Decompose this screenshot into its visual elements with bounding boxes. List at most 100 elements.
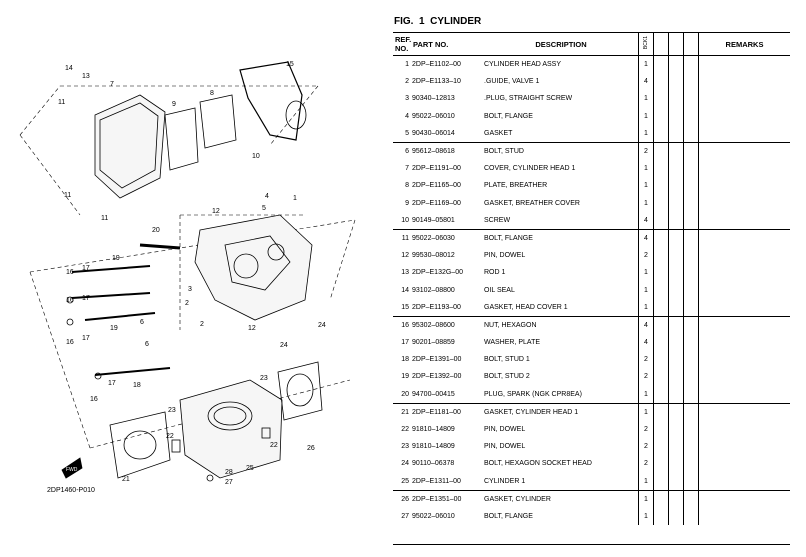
remarks-cell <box>698 141 790 161</box>
header-remarks: REMARKS <box>698 32 790 56</box>
part-no-cell: 2DP–E1165–00 <box>412 182 461 190</box>
empty-cell <box>683 351 699 369</box>
part-no-cell: 95022–06010 <box>412 112 455 120</box>
svg-text:6: 6 <box>145 341 149 348</box>
quantity-cell: 1 <box>638 264 654 282</box>
svg-text:13: 13 <box>82 73 90 80</box>
ref-cell: 13 <box>401 269 409 277</box>
remarks-cell <box>699 281 791 298</box>
part-no-cell: 91810–14809 <box>412 426 455 434</box>
description-cell: GASKET, CYLINDER <box>484 489 639 508</box>
empty-cell <box>683 281 699 299</box>
empty-cell <box>653 507 669 526</box>
description-cell: .GUIDE, VALVE 1 <box>484 78 540 86</box>
svg-text:23: 23 <box>260 375 268 382</box>
quantity-cell: 4 <box>638 315 654 334</box>
empty-cell <box>653 334 669 352</box>
svg-text:10: 10 <box>252 153 260 160</box>
empty-cell <box>683 438 699 456</box>
ref-cell: 14 <box>401 286 409 294</box>
empty-cell <box>668 438 684 456</box>
remarks-cell <box>699 177 791 194</box>
ref-cell: 27 <box>401 512 409 520</box>
remarks-cell <box>699 73 791 90</box>
ref-cell: 1 <box>393 55 412 74</box>
table-header: REF. NO. PART NO. DESCRIPTION BCK1 REMAR… <box>393 32 790 56</box>
remarks-cell <box>698 402 790 421</box>
svg-text:21: 21 <box>122 476 130 483</box>
header-ref-no: REF. NO. <box>393 32 412 56</box>
part-no-cell: 2DP–E1391–00 <box>412 356 462 364</box>
quantity-cell: 1 <box>638 402 654 421</box>
part-no-cell: 95612–08618 <box>412 141 484 161</box>
remarks-cell <box>699 351 791 368</box>
svg-text:18: 18 <box>133 382 141 389</box>
quantity-cell: 1 <box>638 385 654 404</box>
part-no-cell: 95022–06010 <box>412 512 455 520</box>
ref-cell: 17 <box>401 339 409 347</box>
empty-cell <box>653 194 669 212</box>
remarks-cell <box>699 386 791 404</box>
svg-text:7: 7 <box>110 81 114 88</box>
ref-cell: 3 <box>405 95 409 103</box>
svg-text:16: 16 <box>66 269 74 276</box>
remarks-cell <box>699 195 791 212</box>
ref-cell: 5 <box>405 129 409 137</box>
svg-text:15: 15 <box>286 61 294 68</box>
empty-cell <box>683 298 699 317</box>
ref-cell: 24 <box>401 460 409 468</box>
empty-cell <box>683 55 699 74</box>
empty-cell <box>668 160 684 178</box>
ref-cell: 20 <box>401 390 409 398</box>
remarks-cell <box>699 90 791 107</box>
svg-text:12: 12 <box>212 208 220 215</box>
part-no-cell: 94700–00415 <box>412 390 455 398</box>
empty-cell <box>668 298 684 317</box>
empty-cell <box>668 455 684 473</box>
empty-cell <box>668 264 684 282</box>
remarks-cell <box>699 473 791 491</box>
description-cell: PIN, DOWEL <box>484 252 526 260</box>
part-no-cell: 2DP–E1181–00 <box>412 402 484 421</box>
quantity-cell: 1 <box>638 298 654 317</box>
empty-cell <box>683 73 699 91</box>
remarks-cell <box>698 489 790 508</box>
svg-text:8: 8 <box>210 90 214 97</box>
empty-cell <box>683 385 699 404</box>
empty-cell <box>653 90 669 108</box>
svg-text:25: 25 <box>246 465 254 472</box>
empty-cell <box>683 334 699 352</box>
ref-cell: 15 <box>401 303 409 311</box>
quantity-cell: 1 <box>638 107 654 125</box>
part-no-cell: 90340–12813 <box>412 95 455 103</box>
quantity-cell: 1 <box>638 507 654 526</box>
quantity-cell: 1 <box>638 472 654 491</box>
remarks-cell <box>699 455 791 472</box>
description-cell: CYLINDER HEAD ASSY <box>484 55 639 74</box>
remarks-cell <box>699 125 791 143</box>
part-no-cell: 95022–06030 <box>412 228 484 248</box>
empty-cell <box>653 385 669 404</box>
quantity-cell: 1 <box>638 177 654 195</box>
ref-cell: 22 <box>401 426 409 434</box>
quantity-cell: 1 <box>638 124 654 143</box>
empty-cell <box>668 247 684 265</box>
parts-table: REF. NO. PART NO. DESCRIPTION BCK1 REMAR… <box>393 32 791 526</box>
empty-cell <box>653 228 669 248</box>
svg-text:22: 22 <box>166 433 174 440</box>
ref-cell: 23 <box>401 443 409 451</box>
quantity-cell: 2 <box>638 420 654 439</box>
empty-cell <box>668 334 684 352</box>
empty-cell <box>668 507 684 526</box>
empty-cell <box>653 420 669 439</box>
ref-cell: 21 <box>393 402 412 421</box>
